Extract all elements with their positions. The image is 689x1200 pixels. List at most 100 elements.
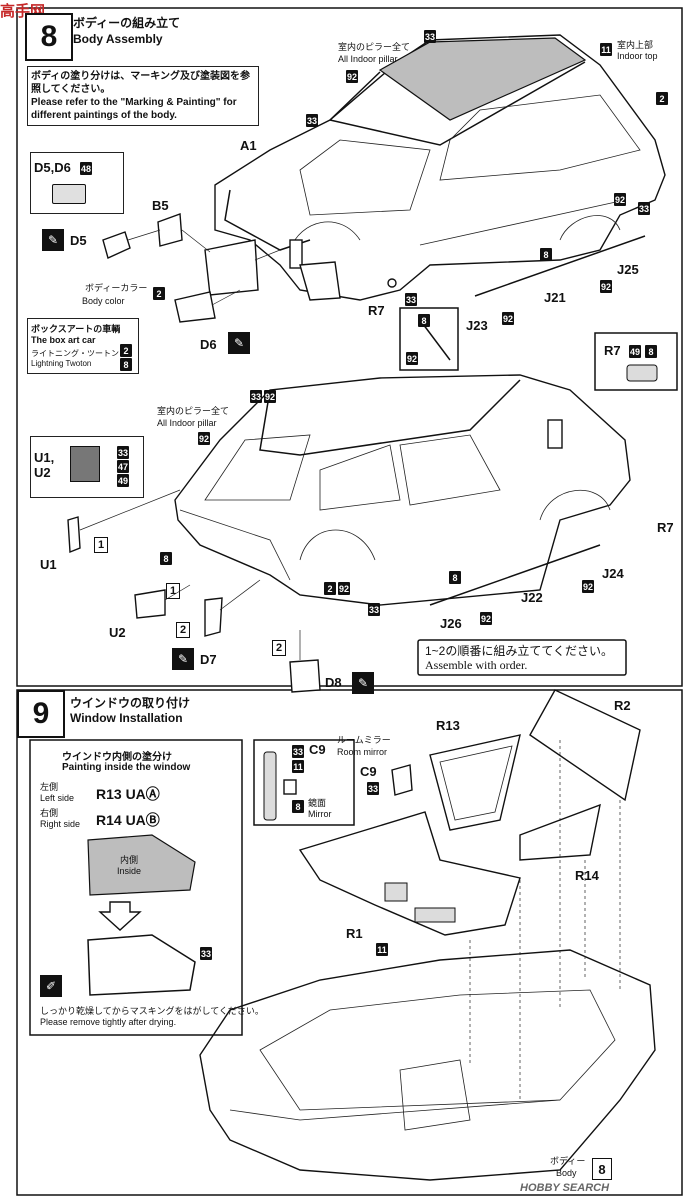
color-tag-33-d: 33 [405,293,417,306]
paint-note-jp: ボディの塗り分けは、マーキング及び塗装図を参照してください。 [31,71,250,95]
color-tag-33-b: 33 [306,114,318,127]
clear-part-icon [52,184,86,204]
strip-detail-frame [399,307,459,371]
color-box-8-body: 8 [592,1158,612,1180]
part-label-r2: R2 [614,698,631,713]
color-tag-92-c: 92 [600,280,612,293]
indoor-top-en: Indoor top [617,51,658,61]
mask-note-en: Please remove tightly after drying. [40,1017,177,1027]
right-side-jp: 右側 [40,808,59,818]
step9-title-jp: ウインドウの取り付け [70,696,191,710]
room-mirror-jp: ルームミラー [337,735,391,745]
front-parts-exploded [102,213,281,323]
color-tag-49: 49 [629,345,641,358]
color-tag-33-mask: 33 [200,947,212,960]
order-marker-1-b: 1 [166,583,180,599]
color-tag-92-d: 92 [502,312,514,325]
step8-title-jp: ボディーの組み立て [73,16,181,30]
r7-detail-frame [594,332,678,391]
body-label-jp: ボディー [550,1156,586,1166]
part-label-d8: D8 [325,675,342,690]
lightning-jp: ライトニング・ツートン [31,349,119,358]
part-label-d6: D6 [200,337,217,352]
lightning-en: Lightning Twoton [31,359,92,368]
color-tag-8-r7: 8 [645,345,657,358]
part-label-d5d6: D5,D6 [34,160,71,175]
part-label-j21: J21 [544,290,566,305]
color-tag-92-g: 92 [338,582,350,595]
car-body-front-view [214,34,666,301]
color-tag-8-b: 8 [160,552,172,565]
mask-note-jp: しっかり乾燥してからマスキングをはがしてください。 [40,1006,264,1016]
color-tag-33-e: 33 [250,390,262,403]
step8-frame [16,7,683,687]
part-label-u1: U1 [40,557,57,572]
room-mirror-en: Room mirror [337,747,388,757]
color-tag-33-mirror: 33 [292,745,304,758]
room-mirror-detail [253,739,413,826]
color-tag-92-i: 92 [480,612,492,625]
part-label-r7-detail: R7 [604,343,621,358]
color-tag-92-e: 92 [198,432,210,445]
color-tag-11-r1: 11 [376,943,388,956]
indoor-pillar-jp-2: 室内のピラー全て [157,406,230,416]
step9-title-en: Window Installation [70,711,183,725]
mirror-face-jp: 鏡面 [308,798,327,808]
color-tag-33: 33 [424,30,436,43]
part-label-j26: J26 [440,616,462,631]
color-tag-47: 47 [117,460,129,473]
part-label-u2: U2 [109,625,126,640]
color-tag-92-strip: 92 [406,352,418,365]
color-tag-33-c: 33 [638,202,650,215]
color-tag-92: 92 [346,70,358,83]
left-side-en: Left side [40,793,75,803]
color-tag-92-b: 92 [614,193,626,206]
part-label-b5: B5 [152,198,169,213]
color-tag-33-f: 33 [117,446,129,459]
part-label-c9: C9 [309,742,326,757]
right-side-en: Right side [40,819,81,829]
step8-number: 8 [25,13,73,61]
body-color-en: Body color [82,296,125,306]
order-marker-1: 1 [94,537,108,553]
mirror-face-en: Mirror [308,809,332,819]
color-tag-92-f: 92 [264,390,276,403]
color-tag-2: 2 [656,92,668,105]
indoor-pillar-en: All Indoor pillar [338,54,398,64]
indoor-pillar-en-2: All Indoor pillar [157,418,217,428]
color-tag-11-mirror: 11 [292,760,304,773]
color-tag-8: 8 [540,248,552,261]
order-marker-2-b: 2 [272,640,286,656]
right-part-label: R14 UAⒷ [96,812,160,828]
box-art-en: The box art car [31,335,96,345]
glue-tool-icon: ✎ [42,229,64,251]
color-tag-8-strip: 8 [418,314,430,327]
left-part-label: R13 UAⒶ [96,786,160,802]
color-tag-33-g: 33 [368,603,380,616]
rear-parts-exploded [67,489,321,693]
part-label-c9-b: C9 [360,764,377,779]
part-label-r14: R14 [575,868,599,883]
indoor-pillar-jp: 室内のピラー全て [338,42,411,52]
window-inside-painting-detail [29,739,243,1036]
part-label-r7: R7 [368,303,385,318]
color-tag-92-h: 92 [582,580,594,593]
part-label-r1: R1 [346,926,363,941]
color-tag-2-body: 2 [153,287,165,300]
order-marker-2: 2 [176,622,190,638]
body-color-jp: ボディーカラー [85,283,148,293]
body-label-en: Body [556,1168,577,1178]
left-side-jp: 左側 [40,782,59,792]
part-label-j24: J24 [602,566,624,581]
assemble-order-jp: 1~2の順番に組み立ててください。 [425,644,613,658]
step9-frame [16,689,683,1196]
part-label-d5: D5 [70,233,87,248]
part-label-d7: D7 [200,652,217,667]
assembly-order-frame [417,639,627,676]
color-tag-2-art: 2 [120,344,132,357]
color-tag-2-c: 2 [324,582,336,595]
car-body-rear-view [174,374,631,606]
box-art-jp: ボックスアートの車輌 [31,324,121,334]
assemble-order-en: Assemble with order. [425,658,528,672]
